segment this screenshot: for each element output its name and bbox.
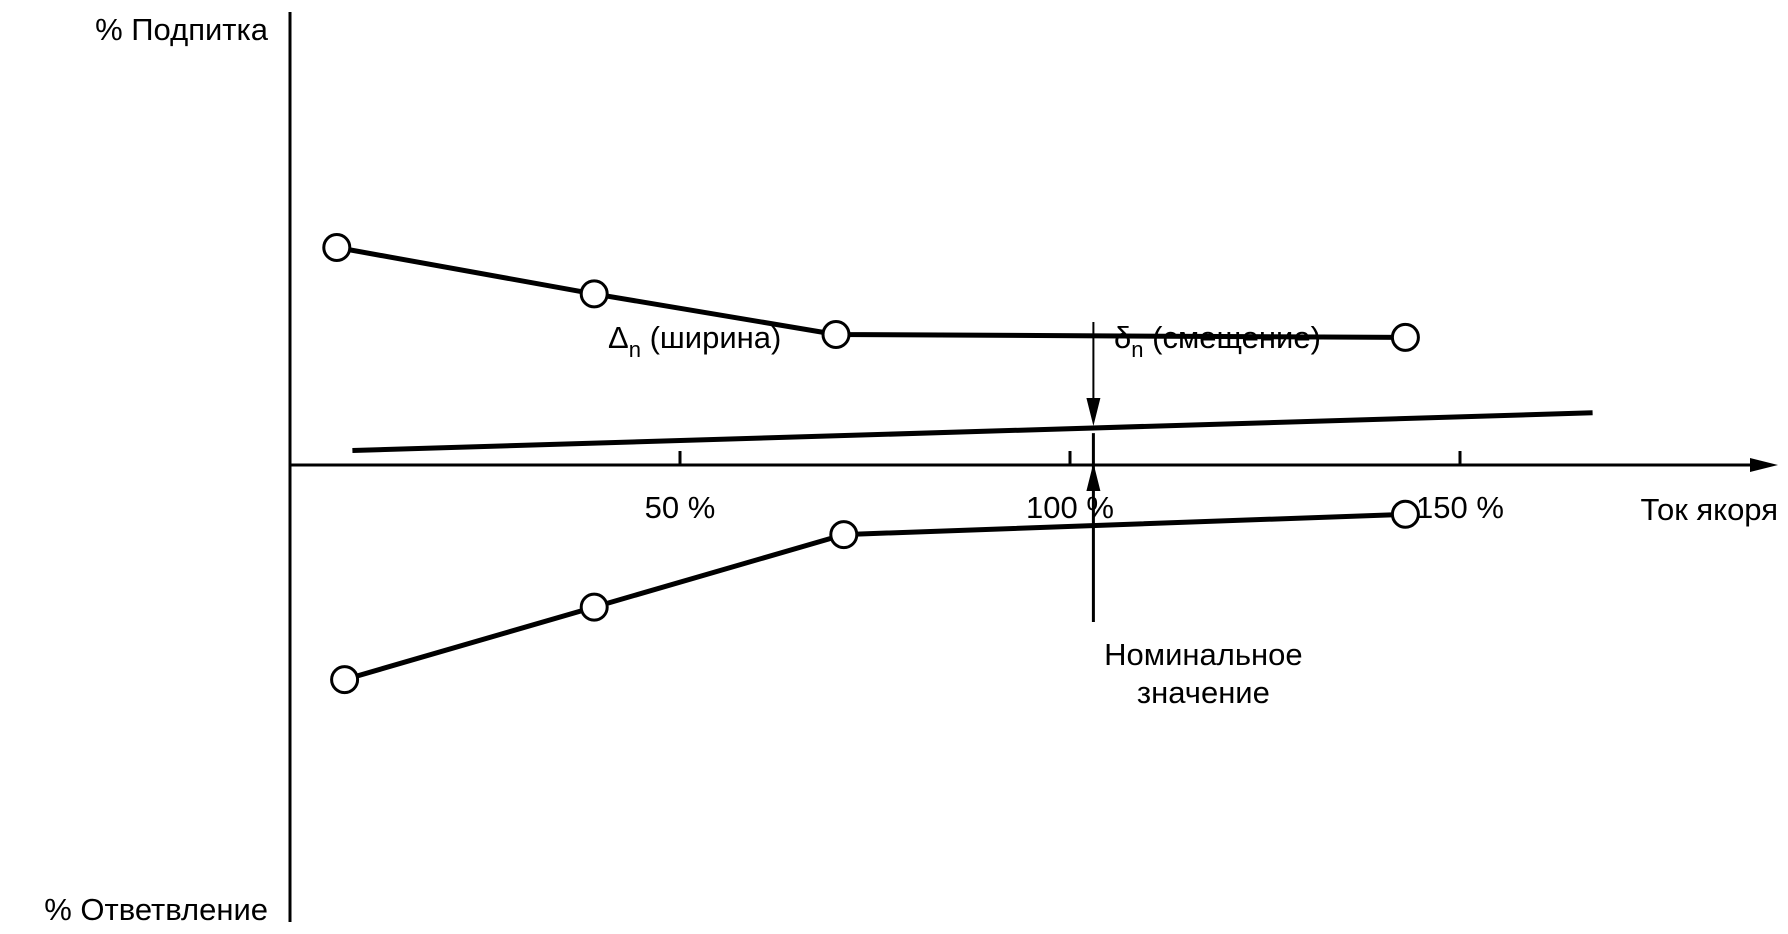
offset-text: (смещение) xyxy=(1144,320,1321,355)
x-ticks: 50 % 100 % 150 % xyxy=(645,451,1504,525)
nominal-label-line2: значение xyxy=(1137,675,1270,710)
markers-group xyxy=(322,233,1420,695)
x-axis-label: Ток якоря xyxy=(1640,492,1778,527)
offset-subscript: n xyxy=(1131,337,1143,362)
data-point-upper-2 xyxy=(579,279,609,309)
data-point-lower-4 xyxy=(1390,499,1420,529)
series-line-upper xyxy=(336,245,1406,340)
offset-arrow-down-head xyxy=(1086,397,1101,426)
data-point-upper-4 xyxy=(1390,322,1420,352)
data-point-upper-3 xyxy=(821,320,851,349)
offset-annotation: δn (смещение) xyxy=(1114,320,1321,362)
x-tick-label-150: 150 % xyxy=(1416,490,1504,525)
y-axis-top-label: % Подпитка xyxy=(95,12,269,47)
data-point-lower-1 xyxy=(330,665,360,695)
width-annotation: Δn (ширина) xyxy=(608,320,781,362)
offset-arrow-up-head xyxy=(1086,463,1101,491)
data-point-lower-3 xyxy=(829,520,859,550)
x-axis-arrowhead xyxy=(1750,458,1778,472)
width-symbol: Δ xyxy=(608,320,629,355)
series-group xyxy=(336,245,1593,683)
y-axis-bottom-label: % Ответвление xyxy=(44,892,268,927)
data-point-lower-2 xyxy=(579,592,609,622)
data-point-upper-1 xyxy=(322,233,352,262)
width-text: (ширина) xyxy=(641,320,781,355)
series-line-lower xyxy=(343,511,1406,683)
series-line-middle xyxy=(352,410,1593,453)
nominal-label-line1: Номинальное xyxy=(1104,637,1302,672)
offset-symbol: δ xyxy=(1114,320,1131,355)
x-tick-label-50: 50 % xyxy=(645,490,716,525)
width-subscript: n xyxy=(629,337,641,362)
x-tick-label-100: 100 % xyxy=(1026,490,1114,525)
